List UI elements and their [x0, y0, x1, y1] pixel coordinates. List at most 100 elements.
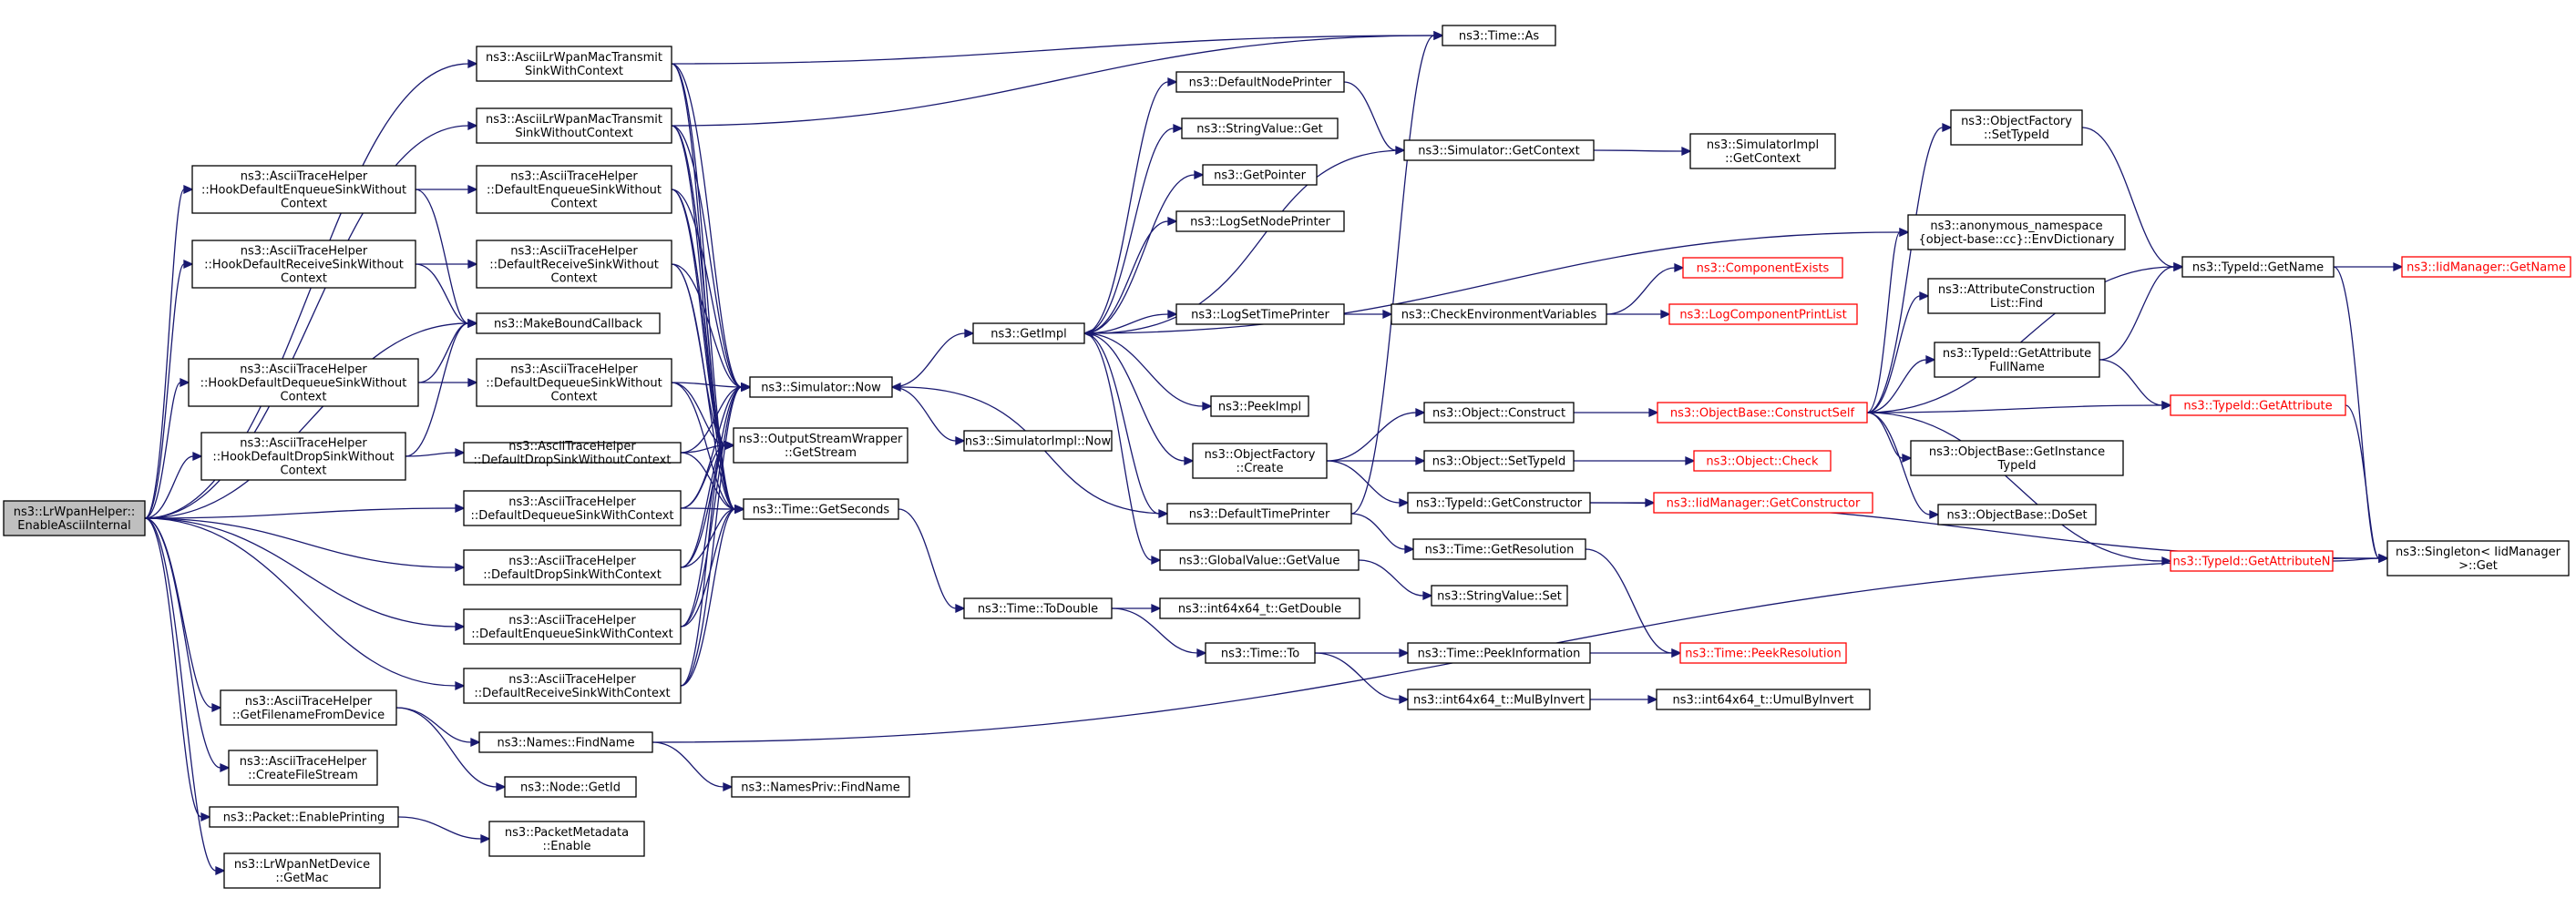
node-label: ns3::ComponentExists — [1697, 262, 1830, 276]
node-label: Context — [281, 464, 327, 478]
function-node[interactable]: ns3::SimulatorImpl::Now — [963, 430, 1113, 452]
function-node[interactable]: ns3::IidManager::GetName — [2401, 256, 2571, 278]
function-node[interactable]: ns3::AsciiLrWpanMacTransmitSinkWithoutCo… — [476, 107, 672, 144]
function-node[interactable]: ns3::AsciiTraceHelper::GetFilenameFromDe… — [220, 689, 397, 726]
function-node[interactable]: ns3::StringValue::Get — [1181, 117, 1339, 139]
call-edge — [1866, 354, 1936, 413]
node-label: ::GetFilenameFromDevice — [232, 709, 385, 722]
function-node[interactable]: ns3::Node::GetId — [504, 776, 637, 798]
function-node[interactable]: ns3::AsciiTraceHelper::DefaultEnqueueSin… — [463, 608, 682, 645]
function-node[interactable]: ns3::NamesPriv::FindName — [731, 776, 910, 798]
function-node[interactable]: ns3::DefaultNodePrinter — [1175, 71, 1345, 93]
node-label: ::GetStream — [785, 446, 857, 460]
function-node[interactable]: ns3::LrWpanNetDevice::GetMac — [223, 852, 381, 889]
function-node[interactable]: ns3::ObjectBase::ConstructSelf — [1657, 402, 1868, 423]
node-label: ns3::GetImpl — [990, 328, 1067, 342]
call-edge — [1111, 607, 1207, 658]
function-node[interactable]: ns3::TypeId::GetName — [2181, 256, 2335, 278]
node-label: ns3::IidManager::GetConstructor — [1667, 497, 1861, 511]
function-node[interactable]: ns3::PeekImpl — [1210, 395, 1309, 417]
function-node[interactable]: ns3::AsciiTraceHelper::DefaultDropSinkWi… — [463, 549, 682, 586]
function-node[interactable]: ns3::SimulatorImpl::GetContext — [1689, 133, 1836, 169]
function-node[interactable]: ns3::Time::PeekResolution — [1679, 642, 1847, 664]
call-edge — [1083, 216, 1178, 334]
function-node[interactable]: ns3::AsciiTraceHelper::DefaultDequeueSin… — [463, 490, 682, 526]
node-label: ns3::anonymous_namespace — [1930, 219, 2102, 233]
function-node[interactable]: ns3::Time::ToDouble — [963, 597, 1113, 619]
function-node[interactable]: ns3::LogComponentPrintList — [1668, 303, 1858, 325]
function-node[interactable]: ns3::TypeId::GetAttributeN — [2170, 550, 2334, 572]
function-node[interactable]: ns3::Singleton< IidManager>::Get — [2386, 540, 2570, 577]
node-label: {object-base::cc}::EnvDictionary — [1919, 233, 2115, 247]
function-node[interactable]: ns3::AsciiTraceHelper::CreateFileStream — [228, 750, 378, 786]
function-node[interactable]: ns3::LogSetTimePrinter — [1175, 303, 1345, 325]
function-node[interactable]: ns3::ObjectFactory::SetTypeId — [1950, 109, 2083, 146]
function-node[interactable]: ns3::ObjectBase::DoSet — [1937, 504, 2097, 526]
function-node[interactable]: ns3::CheckEnvironmentVariables — [1391, 303, 1607, 325]
function-node[interactable]: ns3::ObjectFactory::Create — [1192, 443, 1328, 479]
function-node[interactable]: ns3::Simulator::GetContext — [1403, 139, 1595, 161]
node-label: ns3::TypeId::GetConstructor — [1416, 497, 1583, 511]
function-node[interactable]: ns3::LrWpanHelper::EnableAsciiInternal — [3, 500, 146, 536]
function-node[interactable]: ns3::AsciiTraceHelper::DefaultReceiveSin… — [463, 668, 682, 704]
node-label: ns3::AsciiTraceHelper — [240, 363, 367, 377]
function-node[interactable]: ns3::int64x64_t::MulByInvert — [1407, 689, 1591, 710]
function-node[interactable]: ns3::IidManager::GetConstructor — [1653, 492, 1873, 514]
function-node[interactable]: ns3::Simulator::Now — [749, 376, 893, 398]
function-node[interactable]: ns3::TypeId::GetAttribute — [2170, 394, 2346, 416]
node-label: ::DefaultEnqueueSinkWithContext — [471, 628, 673, 641]
function-node[interactable]: ns3::Object::SetTypeId — [1423, 450, 1575, 472]
function-node[interactable]: ns3::AsciiTraceHelper::HookDefaultDropSi… — [200, 432, 406, 481]
function-node[interactable]: ns3::AsciiTraceHelper::DefaultReceiveSin… — [476, 240, 672, 289]
function-node[interactable]: ns3::int64x64_t::GetDouble — [1159, 597, 1360, 619]
function-node[interactable]: ns3::PacketMetadata::Enable — [488, 821, 645, 857]
call-edge — [1326, 460, 1410, 508]
function-node[interactable]: ns3::Time::To — [1205, 642, 1316, 664]
function-node[interactable]: ns3::Names::FindName — [478, 731, 653, 753]
function-node[interactable]: ns3::Packet::EnablePrinting — [209, 806, 399, 828]
function-node[interactable]: ns3::anonymous_namespace{object-base::cc… — [1907, 214, 2126, 250]
function-node[interactable]: ns3::Object::Construct — [1423, 402, 1575, 423]
function-node[interactable]: ns3::GetImpl — [972, 322, 1085, 344]
node-label: Context — [281, 198, 327, 211]
function-node[interactable]: ns3::int64x64_t::UmulByInvert — [1656, 689, 1871, 710]
function-node[interactable]: ns3::DefaultTimePrinter — [1166, 503, 1352, 525]
function-node[interactable]: ns3::Time::PeekInformation — [1407, 642, 1591, 664]
function-node[interactable]: ns3::AsciiTraceHelper::DefaultDequeueSin… — [476, 358, 672, 407]
function-node[interactable]: ns3::AsciiTraceHelper::DefaultDropSinkWi… — [463, 440, 682, 467]
call-edge — [397, 816, 491, 844]
function-node[interactable]: ns3::GlobalValue::GetValue — [1159, 549, 1360, 571]
call-edge — [1574, 407, 1659, 418]
function-node[interactable]: ns3::AsciiLrWpanMacTransmitSinkWithConte… — [476, 46, 672, 82]
function-node[interactable]: ns3::AsciiTraceHelper::DefaultEnqueueSin… — [476, 165, 672, 214]
function-node[interactable]: ns3::LogSetNodePrinter — [1175, 210, 1345, 232]
node-label: ns3::Time::PeekResolution — [1685, 648, 1841, 661]
node-label: ns3::AsciiTraceHelper — [510, 170, 638, 184]
call-edge — [1083, 332, 1162, 566]
function-node[interactable]: ns3::OutputStreamWrapper::GetStream — [733, 427, 908, 464]
node-label: ns3::AttributeConstruction — [1938, 283, 2095, 297]
node-label: ns3::CheckEnvironmentVariables — [1401, 309, 1597, 322]
node-label: ns3::LrWpanNetDevice — [234, 858, 370, 872]
function-node[interactable]: ns3::AsciiTraceHelper::HookDefaultReceiv… — [191, 240, 416, 289]
call-edge — [144, 377, 190, 519]
call-edge — [891, 386, 966, 446]
function-node[interactable]: ns3::AsciiTraceHelper::HookDefaultEnqueu… — [191, 165, 416, 214]
node-label: ns3::ObjectFactory — [1961, 115, 2072, 128]
function-node[interactable]: ns3::Time::GetSeconds — [743, 498, 899, 520]
function-node[interactable]: ns3::Object::Check — [1693, 450, 1832, 472]
function-node[interactable]: ns3::Time::GetResolution — [1412, 538, 1586, 560]
function-node[interactable]: ns3::MakeBoundCallback — [476, 312, 661, 334]
function-node[interactable]: ns3::AsciiTraceHelper::HookDefaultDequeu… — [188, 358, 419, 407]
call-edge — [671, 125, 752, 393]
function-node[interactable]: ns3::Time::As — [1442, 25, 1556, 46]
function-node[interactable]: ns3::TypeId::GetConstructor — [1407, 492, 1591, 514]
function-node[interactable]: ns3::GetPointer — [1202, 164, 1318, 186]
node-label: Context — [281, 272, 327, 286]
function-node[interactable]: ns3::StringValue::Set — [1431, 585, 1568, 607]
function-node[interactable]: ns3::ComponentExists — [1682, 257, 1843, 279]
